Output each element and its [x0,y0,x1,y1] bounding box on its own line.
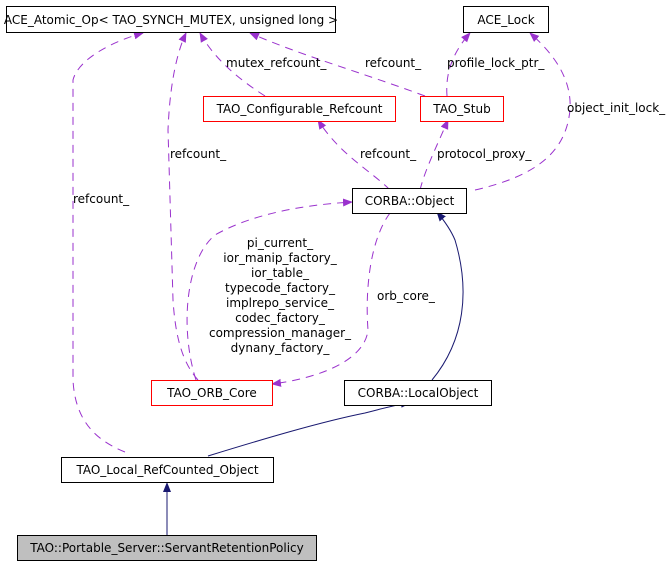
node-corba-localobject[interactable]: CORBA::LocalObject [344,380,492,406]
edge-localrefcounted-to-localobject [207,399,411,457]
edge-object-to-acelock [474,32,571,191]
node-tao-local-refcounted-object[interactable]: TAO_Local_RefCounted_Object [61,457,274,483]
member-label: implrepo_service_ [226,296,334,310]
member-label: pi_current_ [246,236,314,250]
edge-label-stub-refcount: refcount_ [365,56,422,70]
edge-object-to-configref [317,119,391,191]
edge-label-orb-core: orb_core_ [377,289,435,303]
edge-label-object-refcount: refcount_ [360,147,417,161]
node-tao-configurable-refcount[interactable]: TAO_Configurable_Refcount [203,96,396,122]
node-tao-stub[interactable]: TAO_Stub [420,96,504,122]
member-label: codec_factory_ [235,311,325,325]
edge-stub-to-atomic [249,32,426,97]
node-ace-atomic-op[interactable]: ACE_Atomic_Op< TAO_SYNCH_MUTEX, unsigned… [4,6,338,33]
edge-label-object-init-lock: object_init_lock_ [567,101,666,115]
edge-label-local-refcount: refcount_ [73,192,130,206]
edge-localobject-to-object [431,211,464,381]
member-label: ior_manip_factory_ [223,251,337,265]
edge-orbcore-to-object [186,198,353,381]
node-corba-object[interactable]: CORBA::Object [352,188,467,214]
edge-object-to-orbcore [271,212,391,387]
edge-label-profile-lock-ptr: profile_lock_ptr_ [447,56,545,70]
edge-object-to-stub [419,119,449,191]
member-label: ior_table_ [250,266,309,280]
node-tao-orb-core[interactable]: TAO_ORB_Core [151,380,273,406]
edge-stub-to-acelock [446,32,471,97]
edge-orbcore-to-atomic [167,32,199,381]
edge-label-orbcore-members: pi_current_ ior_manip_factory_ ior_table… [200,236,360,356]
node-ace-lock[interactable]: ACE_Lock [463,6,549,33]
edge-label-orbcore-refcount: refcount_ [170,147,227,161]
edge-local-to-atomic [72,31,144,453]
node-servant-retention-policy[interactable]: TAO::Portable_Server::ServantRetentionPo… [17,535,317,561]
member-label: compression_manager_ [208,326,352,340]
edge-label-mutex-refcount: mutex_refcount_ [226,56,327,70]
member-label: dynany_factory_ [230,341,330,355]
member-label: typecode_factory_ [224,281,335,295]
edge-configref-to-atomic [199,32,266,97]
edge-label-protocol-proxy: protocol_proxy_ [437,147,532,161]
